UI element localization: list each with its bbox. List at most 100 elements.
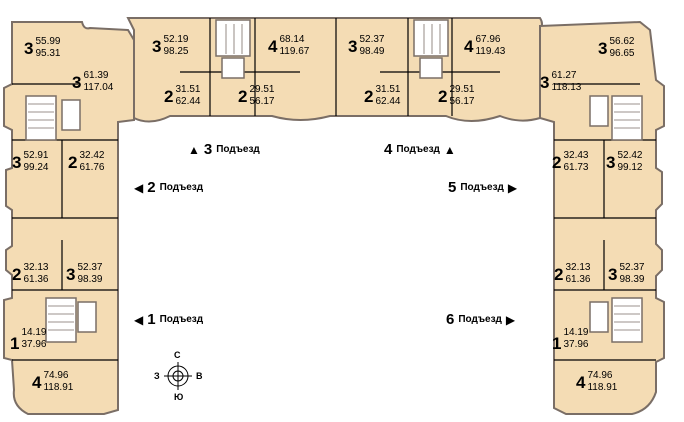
total-area: 52.37 bbox=[619, 262, 645, 273]
living-area: 98.49 bbox=[359, 46, 385, 57]
room-count: 3 bbox=[608, 264, 618, 284]
living-area: 37.96 bbox=[21, 338, 47, 350]
entrance-label: Подъезд bbox=[396, 143, 440, 155]
room-count: 1 bbox=[10, 334, 20, 353]
total-area: 32.43 bbox=[563, 150, 589, 161]
entrance-label: Подъезд bbox=[159, 181, 204, 193]
living-area: 61.36 bbox=[565, 274, 591, 285]
arrow-left-icon: ◀ bbox=[134, 180, 144, 195]
arrow-up-icon: ▲ bbox=[188, 142, 200, 157]
living-area: 56.17 bbox=[249, 96, 275, 107]
arrow-right-icon: ▶ bbox=[507, 180, 518, 195]
room-count: 3 bbox=[348, 36, 358, 56]
living-area: 56.17 bbox=[449, 96, 475, 107]
room-count: 2 bbox=[552, 152, 562, 172]
internal-walls bbox=[12, 18, 656, 361]
living-area: 95.31 bbox=[35, 48, 61, 59]
entrance-number: 3 bbox=[203, 141, 213, 158]
compass-east: В bbox=[196, 371, 203, 381]
room-count: 4 bbox=[464, 36, 474, 56]
room-count: 3 bbox=[12, 152, 22, 172]
compass-south: Ю bbox=[174, 392, 184, 402]
entrance-label: Подъезд bbox=[159, 313, 204, 325]
entrance-number: 2 bbox=[147, 179, 156, 196]
total-area: 61.39 bbox=[83, 70, 109, 81]
total-area: 56.62 bbox=[609, 36, 635, 47]
entrance-number: 6 bbox=[446, 311, 455, 328]
total-area: 52.42 bbox=[617, 150, 643, 161]
total-area: 14.19 bbox=[563, 326, 589, 338]
living-area: 118.91 bbox=[587, 382, 618, 393]
living-area: 98.25 bbox=[163, 46, 189, 57]
room-count: 3 bbox=[72, 72, 82, 92]
living-area: 37.96 bbox=[563, 338, 589, 350]
living-area: 99.24 bbox=[23, 162, 49, 173]
room-count: 3 bbox=[152, 36, 162, 56]
room-count: 3 bbox=[540, 72, 550, 92]
room-count: 2 bbox=[238, 86, 248, 106]
total-area: 55.99 bbox=[35, 36, 61, 47]
entrance-label: Подъезд bbox=[460, 181, 504, 193]
compass-rose bbox=[164, 362, 192, 390]
room-count: 2 bbox=[68, 152, 78, 172]
total-area: 74.96 bbox=[587, 370, 613, 381]
room-count: 1 bbox=[552, 334, 562, 353]
room-count: 3 bbox=[598, 38, 608, 58]
total-area: 31.51 bbox=[175, 84, 201, 95]
room-count: 4 bbox=[32, 372, 42, 392]
total-area: 29.51 bbox=[249, 84, 275, 95]
compass-north: С bbox=[174, 350, 181, 360]
entrance-number: 1 bbox=[147, 311, 156, 328]
total-area: 68.14 bbox=[279, 34, 305, 45]
living-area: 62.44 bbox=[175, 96, 201, 107]
living-area: 119.43 bbox=[475, 46, 506, 57]
living-area: 61.76 bbox=[79, 162, 105, 173]
living-area: 96.65 bbox=[609, 48, 635, 59]
living-area: 98.39 bbox=[619, 274, 645, 285]
stair-cores bbox=[25, 19, 643, 343]
entrance-number: 5 bbox=[448, 179, 457, 196]
total-area: 32.13 bbox=[565, 262, 591, 273]
total-area: 52.37 bbox=[77, 262, 103, 273]
room-count: 2 bbox=[364, 86, 374, 106]
entrance-label: Подъезд bbox=[216, 143, 260, 155]
total-area: 14.19 bbox=[21, 326, 47, 338]
living-area: 99.12 bbox=[617, 162, 643, 173]
room-count: 3 bbox=[66, 264, 76, 284]
living-area: 118.13 bbox=[551, 82, 582, 93]
total-area: 67.96 bbox=[475, 34, 501, 45]
total-area: 32.13 bbox=[23, 262, 49, 273]
living-area: 118.91 bbox=[43, 382, 74, 393]
room-count: 2 bbox=[12, 264, 22, 284]
living-area: 62.44 bbox=[375, 96, 401, 107]
room-count: 4 bbox=[268, 36, 278, 56]
room-count: 2 bbox=[554, 264, 564, 284]
arrow-right-icon: ▶ bbox=[505, 312, 516, 327]
total-area: 32.42 bbox=[79, 150, 105, 161]
stair-steps bbox=[28, 24, 640, 331]
room-count: 2 bbox=[164, 86, 174, 106]
arrow-up-icon: ▲ bbox=[443, 142, 456, 157]
room-count: 4 bbox=[576, 372, 586, 392]
